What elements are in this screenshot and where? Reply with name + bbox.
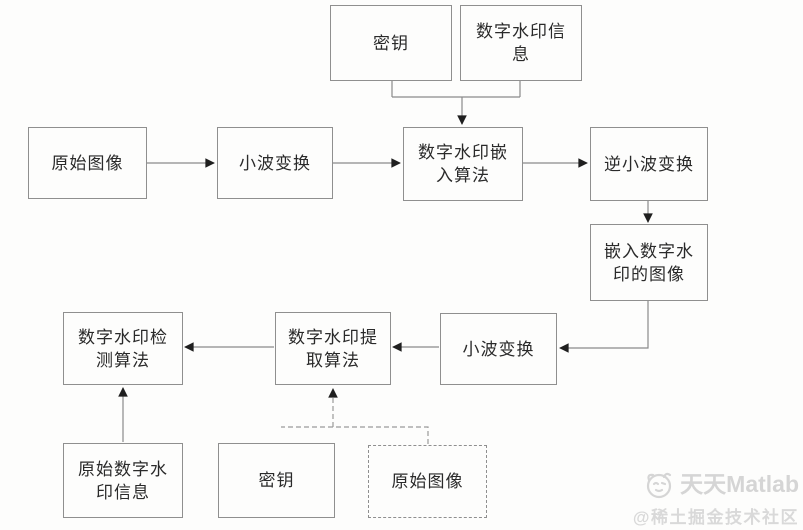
node-label: 数字水印信息 — [476, 22, 566, 64]
watermark-brand-row: 天天Matlab — [633, 468, 799, 501]
node-key-bottom: 密钥 — [218, 443, 335, 518]
node-label: 原始数字水印信息 — [78, 459, 168, 502]
edge-embedded-image-to-wavelet-bottom — [559, 301, 649, 353]
node-label: 原始图像 — [391, 472, 464, 491]
node-label: 嵌入数字水印的图像 — [604, 241, 694, 284]
node-label: 小波变换 — [239, 153, 311, 173]
node-label: 数字水印嵌入算法 — [418, 143, 508, 185]
node-key-top: 密钥 — [330, 5, 452, 81]
cat-face-logo-icon — [642, 468, 675, 501]
node-watermark-info: 数字水印信息 — [460, 5, 582, 81]
edge-original-image-bottom-elbow — [281, 426, 429, 444]
watermark: 天天Matlab @稀土掘金技术社区 — [633, 468, 799, 528]
node-original-image-bottom: 原始图像 — [368, 445, 487, 518]
watermark-community-text: @稀土掘金技术社区 — [632, 508, 799, 527]
node-label: 数字水印提取算法 — [288, 327, 378, 370]
node-label: 逆小波变换 — [604, 154, 694, 174]
edge-merge-bar — [391, 81, 521, 98]
node-inverse-wavelet: 逆小波变换 — [590, 127, 708, 201]
node-label: 密钥 — [258, 471, 295, 490]
watermark-brand-text: 天天Matlab — [680, 471, 799, 497]
node-wavelet-transform-bottom: 小波变换 — [440, 313, 557, 385]
node-detect-algorithm: 数字水印检测算法 — [63, 312, 183, 385]
node-extract-algorithm: 数字水印提取算法 — [275, 312, 391, 385]
node-label: 小波变换 — [462, 339, 535, 359]
node-original-watermark-info: 原始数字水印信息 — [63, 443, 183, 518]
node-embed-algorithm: 数字水印嵌入算法 — [403, 127, 523, 201]
node-label: 数字水印检测算法 — [78, 327, 168, 370]
node-label: 原始图像 — [51, 153, 124, 173]
node-original-image-top: 原始图像 — [28, 127, 147, 199]
node-label: 密钥 — [373, 33, 409, 53]
node-embedded-image: 嵌入数字水印的图像 — [590, 224, 708, 301]
node-wavelet-transform-top: 小波变换 — [217, 127, 333, 199]
